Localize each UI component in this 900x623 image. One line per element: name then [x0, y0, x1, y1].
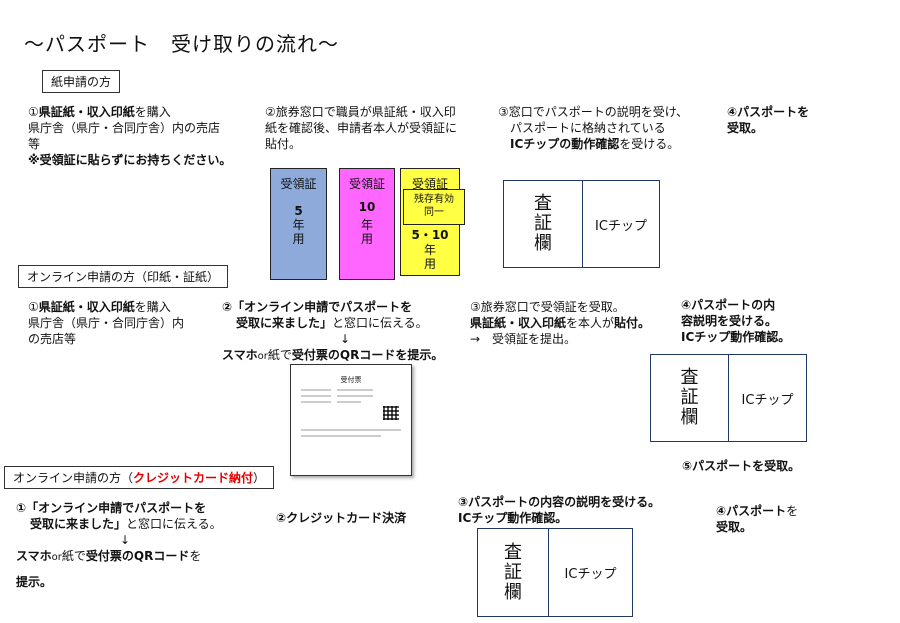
online-step-5: ⑤パスポートを受取。: [682, 459, 801, 473]
card-step-2: ②クレジットカード決済: [276, 511, 407, 525]
paper-step-4: ④パスポートを 受取。: [727, 105, 810, 135]
section-online-card-label: オンライン申請の方（クレジットカード納付）: [4, 466, 275, 489]
qr-code-icon: [383, 406, 399, 420]
paper-step-1: ①県証紙・収入印紙を購入 県庁舎（県庁・合同庁舎）内の売店 等 ※受領証に貼らず…: [28, 105, 232, 167]
online-step-1: ①県証紙・収入印紙を購入 県庁舎（県庁・合同庁舎）内 の売店等: [28, 300, 185, 346]
section-paper-label: 紙申請の方: [42, 70, 121, 93]
page-title: 〜パスポート 受け取りの流れ〜: [24, 32, 339, 56]
remaining-validity-note: 残存有効 同一: [403, 189, 465, 225]
online-step-2: ②「オンライン申請でパスポートを 受取に来ました」と窓口に伝える。 ↓ スマホo…: [222, 300, 444, 362]
reception-slip-image: 受付票: [290, 364, 412, 476]
passport-diagram-online: 査証欄 ICチップ: [650, 354, 807, 442]
receipt-stamp-5yr: 受領証 5 年 用: [270, 168, 327, 280]
receipt-stamp-10yr: 受領証 10 年 用: [339, 168, 395, 280]
passport-diagram-card: 査証欄 ICチップ: [477, 528, 633, 617]
online-step-4: ④パスポートの内 容説明を受ける。 ICチップ動作確認。: [681, 298, 791, 344]
paper-step-2: ②旅券窓口で職員が県証紙・収入印 紙を確認後、申請者本人が受領証に 貼付。: [265, 105, 458, 151]
online-step-3: ③旅券窓口で受領証を受取。 県証紙・収入印紙を本人が貼付。 → 受領証を提出。: [470, 300, 651, 346]
card-step-3: ③パスポートの内容の説明を受ける。 ICチップ動作確認。: [458, 495, 661, 525]
passport-diagram-paper: 査証欄 ICチップ: [503, 180, 660, 268]
section-online-stamp-label: オンライン申請の方（印紙・証紙）: [18, 265, 229, 288]
paper-step-3: ③窓口でパスポートの説明を受け、 パスポートに格納されている ICチップの動作確…: [498, 105, 689, 151]
card-step-4: ④パスポートを 受取。: [716, 504, 799, 534]
card-step-1: ①「オンライン申請でパスポートを 受取に来ました」と窓口に伝える。 ↓ スマホo…: [16, 501, 222, 589]
